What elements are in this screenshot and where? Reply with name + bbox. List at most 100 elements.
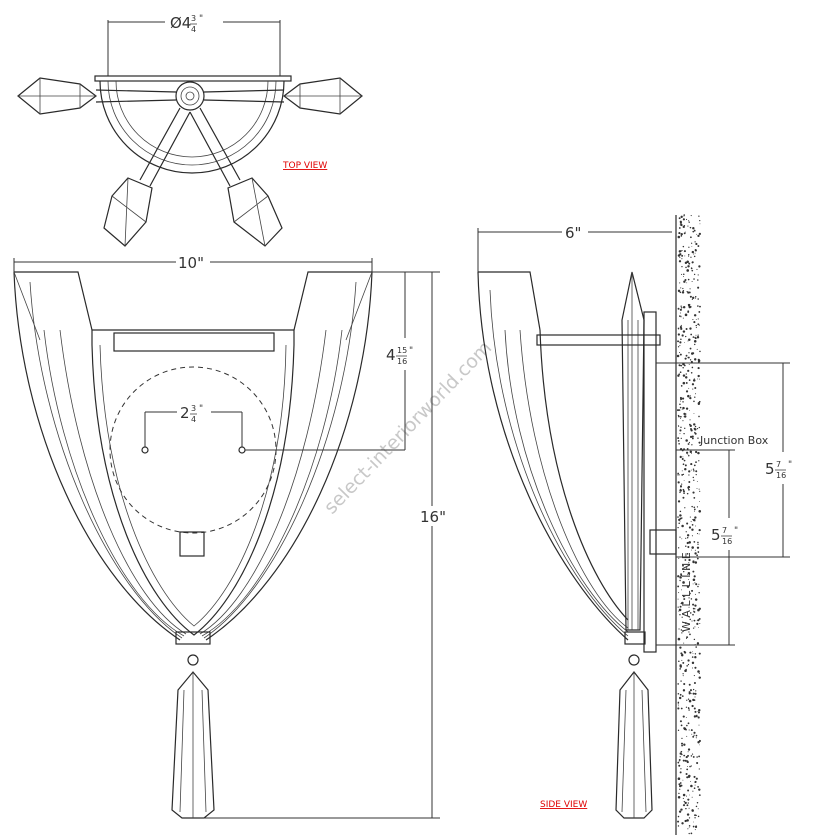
wall-speckle [699, 378, 701, 380]
wall-speckle [682, 675, 684, 677]
wall-speckle [681, 538, 683, 540]
wall-speckle [678, 409, 681, 411]
wall-speckle [694, 696, 696, 698]
wall-speckle [697, 608, 700, 612]
wall-speckle [688, 364, 690, 365]
wall-speckle [679, 417, 681, 419]
wall-speckle [677, 701, 680, 704]
wall-speckle [690, 256, 692, 258]
wall-speckle [679, 291, 682, 294]
wall-speckle [682, 374, 686, 377]
wall-speckle [677, 585, 680, 588]
wall-speckle [686, 819, 689, 822]
wall-speckle [699, 223, 701, 225]
wall-speckle [697, 437, 699, 439]
wall-speckle [697, 286, 700, 289]
wall-speckle [682, 581, 685, 584]
wall-speckle [694, 710, 697, 713]
wall-speckle [679, 341, 682, 344]
wall-speckle [680, 338, 682, 340]
wall-speckle [677, 500, 681, 503]
wall-speckle [689, 295, 692, 298]
wall-speckle [691, 250, 695, 254]
wall-speckle [691, 656, 694, 658]
wall-speckle [681, 474, 684, 476]
wall-speckle [688, 825, 691, 827]
wall-speckle [679, 308, 682, 311]
wall-speckle [688, 807, 690, 809]
wall-speckle [689, 435, 693, 438]
wall-speckle [687, 754, 689, 757]
wall-speckle [696, 233, 698, 235]
wall-speckle [695, 714, 698, 718]
wall-speckle [687, 722, 690, 725]
wall-speckle [677, 795, 681, 799]
wall-speckle [695, 470, 698, 473]
wall-speckle [687, 225, 689, 227]
wall-speckle [694, 598, 698, 601]
wall-speckle [679, 491, 681, 494]
wall-speckle [686, 541, 689, 545]
wall-speckle [698, 627, 699, 628]
wall-speckle [692, 735, 695, 738]
dim-whole: 2 [180, 404, 190, 422]
wall-speckle [688, 597, 690, 599]
wall-speckle [691, 261, 694, 264]
wall-speckle [683, 570, 685, 573]
wall-speckle [696, 714, 698, 716]
wall-speckle [688, 691, 691, 694]
wall-speckle [680, 232, 683, 236]
wall-speckle [687, 356, 689, 359]
wall-speckle [682, 330, 686, 333]
wall-speckle [695, 393, 697, 395]
dim-numerator: 7 [776, 460, 781, 469]
wall-speckle [690, 755, 693, 757]
wall-speckle [678, 660, 680, 662]
wall-speckle [679, 536, 681, 538]
wall-speckle [688, 338, 691, 341]
wall-speckle [696, 268, 698, 271]
wall-speckle [696, 756, 698, 758]
wall-speckle [677, 815, 680, 818]
wall-speckle [681, 273, 683, 275]
wall-speckle [676, 354, 680, 358]
wall-speckle [678, 442, 680, 445]
wall-speckle [696, 554, 698, 557]
wall-speckle [691, 733, 693, 735]
wall-speckle [698, 215, 700, 217]
wall-speckle [696, 557, 699, 560]
wall-speckle [693, 273, 696, 276]
wall-speckle [677, 235, 681, 239]
wall-speckle [693, 358, 697, 361]
wall-speckle [677, 606, 679, 608]
wall-speckle [694, 516, 697, 519]
wall-speckle [688, 683, 691, 686]
wall-speckle [682, 287, 684, 290]
wall-speckle [695, 297, 697, 299]
wall-speckle [696, 802, 699, 804]
wall-speckle [695, 734, 698, 737]
junction-box-label: Junction Box [699, 434, 769, 447]
wall-speckle [685, 668, 687, 671]
wall-speckle [677, 333, 681, 336]
wall [675, 214, 702, 835]
wall-speckle [688, 379, 691, 381]
wall-speckle [698, 460, 700, 462]
wall-speckle [678, 557, 680, 559]
wall-speckle [698, 711, 701, 714]
wall-speckle [692, 352, 695, 355]
wall-speckle [697, 541, 699, 544]
wall-speckle [693, 674, 695, 677]
wall-speckle [686, 804, 689, 807]
wall-speckle [688, 692, 691, 695]
wall-speckle [679, 406, 682, 409]
wall-speckle [691, 796, 693, 798]
wall-speckle [679, 256, 681, 258]
wall-speckle [692, 653, 694, 654]
wall-speckle [683, 642, 685, 644]
wall-speckle [690, 333, 693, 336]
wall-speckle [683, 492, 685, 494]
wall-speckle [693, 496, 696, 499]
wall-speckle [684, 468, 687, 471]
wall-speckle [678, 518, 681, 521]
